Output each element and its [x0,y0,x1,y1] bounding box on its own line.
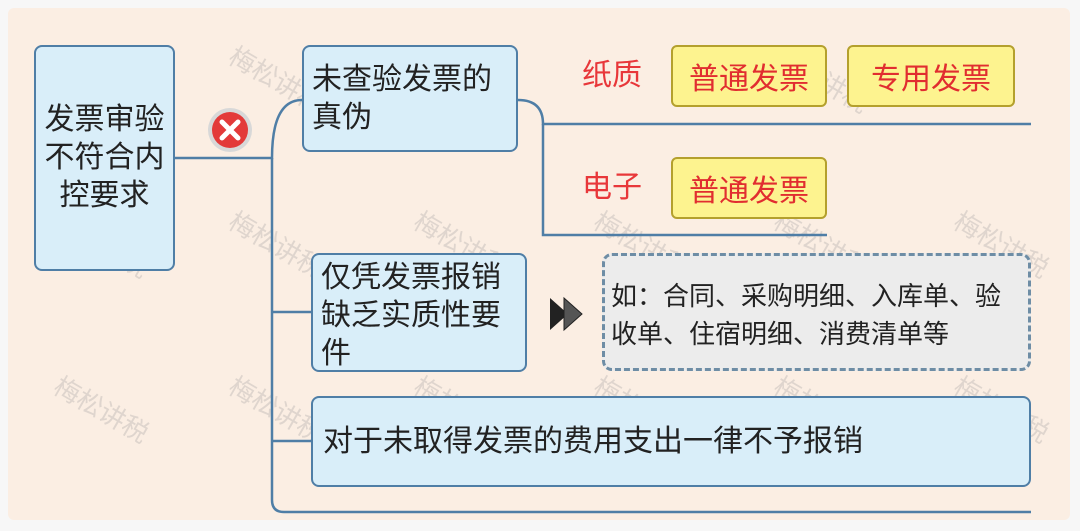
connector-main-trunk [270,158,1031,514]
branch-label: 未查验发票的真伪 [312,62,492,135]
branch-label: 对于未取得发票的费用支出一律不予报销 [323,423,863,459]
branch-no-invoice: 对于未取得发票的费用支出一律不予报销 [311,396,1031,487]
tag-paper-special: 专用发票 [847,45,1015,107]
x-circle-icon [207,107,253,153]
paper-label: 纸质 [582,58,642,93]
tag-label: 普通发票 [689,62,809,97]
branch-label: 仅凭发票报销缺乏实质性要件 [321,260,501,371]
examples-note: 如：合同、采购明细、入库单、验收单、住宿明细、消费清单等 [602,253,1031,371]
connector-b1-to-paper [517,98,1031,126]
tag-paper-ordinary: 普通发票 [671,45,827,107]
branch-invoice-only: 仅凭发票报销缺乏实质性要件 [311,253,527,372]
electronic-label: 电子 [582,170,642,205]
root-node: 发票审验不符合内控要求 [34,45,175,271]
note-text: 如：合同、采购明细、入库单、验收单、住宿明细、消费清单等 [611,282,1002,350]
tag-label: 普通发票 [689,174,809,209]
root-label: 发票审验不符合内控要求 [44,102,165,213]
connector-b1-to-electronic [541,124,827,237]
double-arrow-icon [548,296,588,332]
tag-electronic-ordinary: 普通发票 [671,157,827,219]
tag-label: 专用发票 [871,62,991,97]
connector-root-to-b1 [175,98,303,160]
branch-unverified-invoice: 未查验发票的真伪 [302,45,518,152]
